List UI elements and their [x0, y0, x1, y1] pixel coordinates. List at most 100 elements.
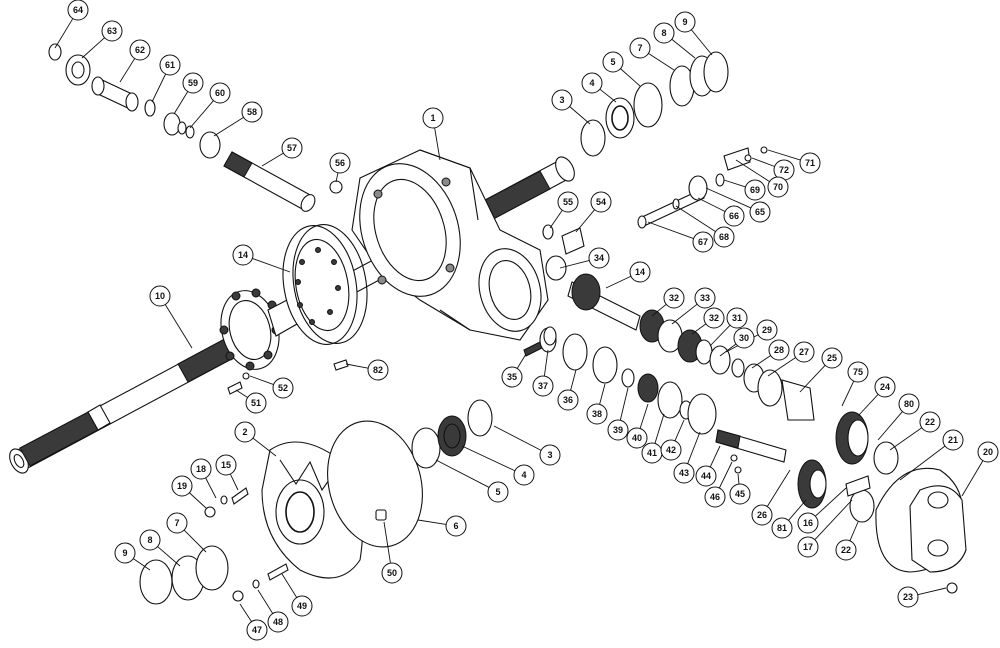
callout-leader-43 — [687, 431, 701, 464]
callout-label-8: 8 — [661, 28, 666, 38]
callout-circle-9 — [114, 542, 136, 564]
callout-label-26: 26 — [757, 510, 767, 520]
callout-leader-5 — [620, 68, 641, 87]
callout-leader-28 — [751, 355, 771, 369]
callout-38: 38 — [586, 383, 608, 425]
callout-label-7: 7 — [174, 518, 179, 528]
callout-leader-33 — [671, 303, 698, 325]
callout-leader-6 — [417, 519, 447, 525]
callout-circle-43 — [673, 462, 695, 484]
callout-50: 50 — [381, 521, 403, 584]
callout-circle-34 — [588, 247, 610, 269]
callout-circle-4 — [513, 464, 535, 486]
callout-circle-7 — [629, 37, 651, 59]
callout-63: 63 — [81, 20, 123, 59]
callout-circle-4 — [581, 72, 603, 94]
callout-leader-61 — [151, 73, 167, 103]
drain-plug-23 — [946, 582, 958, 594]
callout-circle-68 — [713, 226, 735, 248]
callout-55: 55 — [549, 191, 579, 229]
callout-leader-17 — [814, 499, 853, 541]
callout-label-17: 17 — [803, 542, 813, 552]
gasket-25 — [781, 379, 815, 421]
callout-33: 33 — [671, 287, 716, 325]
side-cover — [261, 420, 423, 579]
callout-label-20: 20 — [983, 447, 993, 457]
callout-label-44: 44 — [701, 471, 711, 481]
callout-label-4: 4 — [521, 470, 526, 480]
callout-circle-18 — [190, 458, 212, 480]
callout-9: 9 — [674, 11, 713, 56]
callout-label-40: 40 — [632, 433, 642, 443]
callout-27: 27 — [767, 341, 815, 377]
callout-leader-32 — [651, 303, 667, 317]
callout-69: 69 — [723, 179, 766, 201]
callout-circle-17 — [797, 536, 819, 558]
callout-42: 42 — [660, 419, 685, 461]
callout-circle-9 — [674, 11, 696, 33]
callout-21: 21 — [899, 429, 964, 481]
callout-label-55: 55 — [563, 197, 573, 207]
callout-label-28: 28 — [774, 345, 784, 355]
callout-label-75: 75 — [853, 367, 863, 377]
callout-22: 22 — [889, 411, 941, 451]
callout-leader-40 — [639, 403, 649, 429]
callout-circle-51 — [245, 392, 267, 414]
callout-label-5: 5 — [610, 57, 615, 67]
callout-leader-34 — [559, 260, 590, 269]
callout-label-82: 82 — [373, 365, 383, 375]
callout-18: 18 — [190, 458, 217, 499]
callout-circle-8 — [653, 22, 675, 44]
callout-25: 25 — [799, 347, 843, 393]
callout-80: 80 — [877, 393, 920, 441]
callout-circle-66 — [723, 205, 745, 227]
callout-54: 54 — [575, 191, 612, 233]
callout-leader-10 — [164, 304, 193, 349]
callout-30: 30 — [719, 327, 755, 357]
callout-81: 81 — [771, 499, 807, 539]
callout-circle-48 — [267, 611, 289, 633]
callout-label-6: 6 — [453, 521, 458, 531]
callout-label-69: 69 — [750, 185, 760, 195]
callout-65: 65 — [705, 187, 771, 223]
callout-circle-81 — [771, 517, 793, 539]
callout-17: 17 — [797, 499, 853, 558]
callout-circle-69 — [744, 179, 766, 201]
callout-circle-42 — [660, 439, 682, 461]
callout-leader-27 — [767, 357, 796, 377]
callout-label-59: 59 — [188, 78, 198, 88]
callout-circle-47 — [246, 619, 268, 641]
callout-label-61: 61 — [165, 60, 175, 70]
callout-39: 39 — [607, 387, 629, 441]
callout-9: 9 — [114, 542, 151, 571]
callout-circle-15 — [215, 454, 237, 476]
callout-7: 7 — [629, 37, 675, 71]
callout-leader-21 — [899, 445, 946, 481]
callout-circle-75 — [847, 361, 869, 383]
callout-label-62: 62 — [135, 45, 145, 55]
callout-label-7: 7 — [637, 43, 642, 53]
callout-label-63: 63 — [107, 26, 117, 36]
callout-leader-32 — [691, 323, 707, 335]
callout-leader-57 — [261, 152, 284, 167]
callout-label-4: 4 — [589, 78, 594, 88]
callout-layer: 6463626159605857561345789717270696566686… — [54, 0, 999, 641]
callout-leader-41 — [654, 413, 665, 444]
callout-58: 58 — [213, 101, 263, 137]
callout-4: 4 — [461, 445, 535, 486]
callout-circle-20 — [977, 441, 999, 463]
callout-circle-64 — [67, 0, 89, 21]
callout-leader-45 — [737, 473, 740, 485]
callout-leader-7 — [648, 53, 675, 71]
callout-label-45: 45 — [735, 489, 745, 499]
callout-24: 24 — [857, 376, 896, 417]
callout-circle-71 — [799, 152, 821, 174]
callout-leader-62 — [119, 58, 136, 83]
callout-circle-21 — [942, 429, 964, 451]
callout-circle-1 — [422, 107, 444, 129]
callout-label-24: 24 — [880, 382, 890, 392]
callout-circle-56 — [329, 152, 351, 174]
callout-leader-70 — [735, 159, 770, 182]
